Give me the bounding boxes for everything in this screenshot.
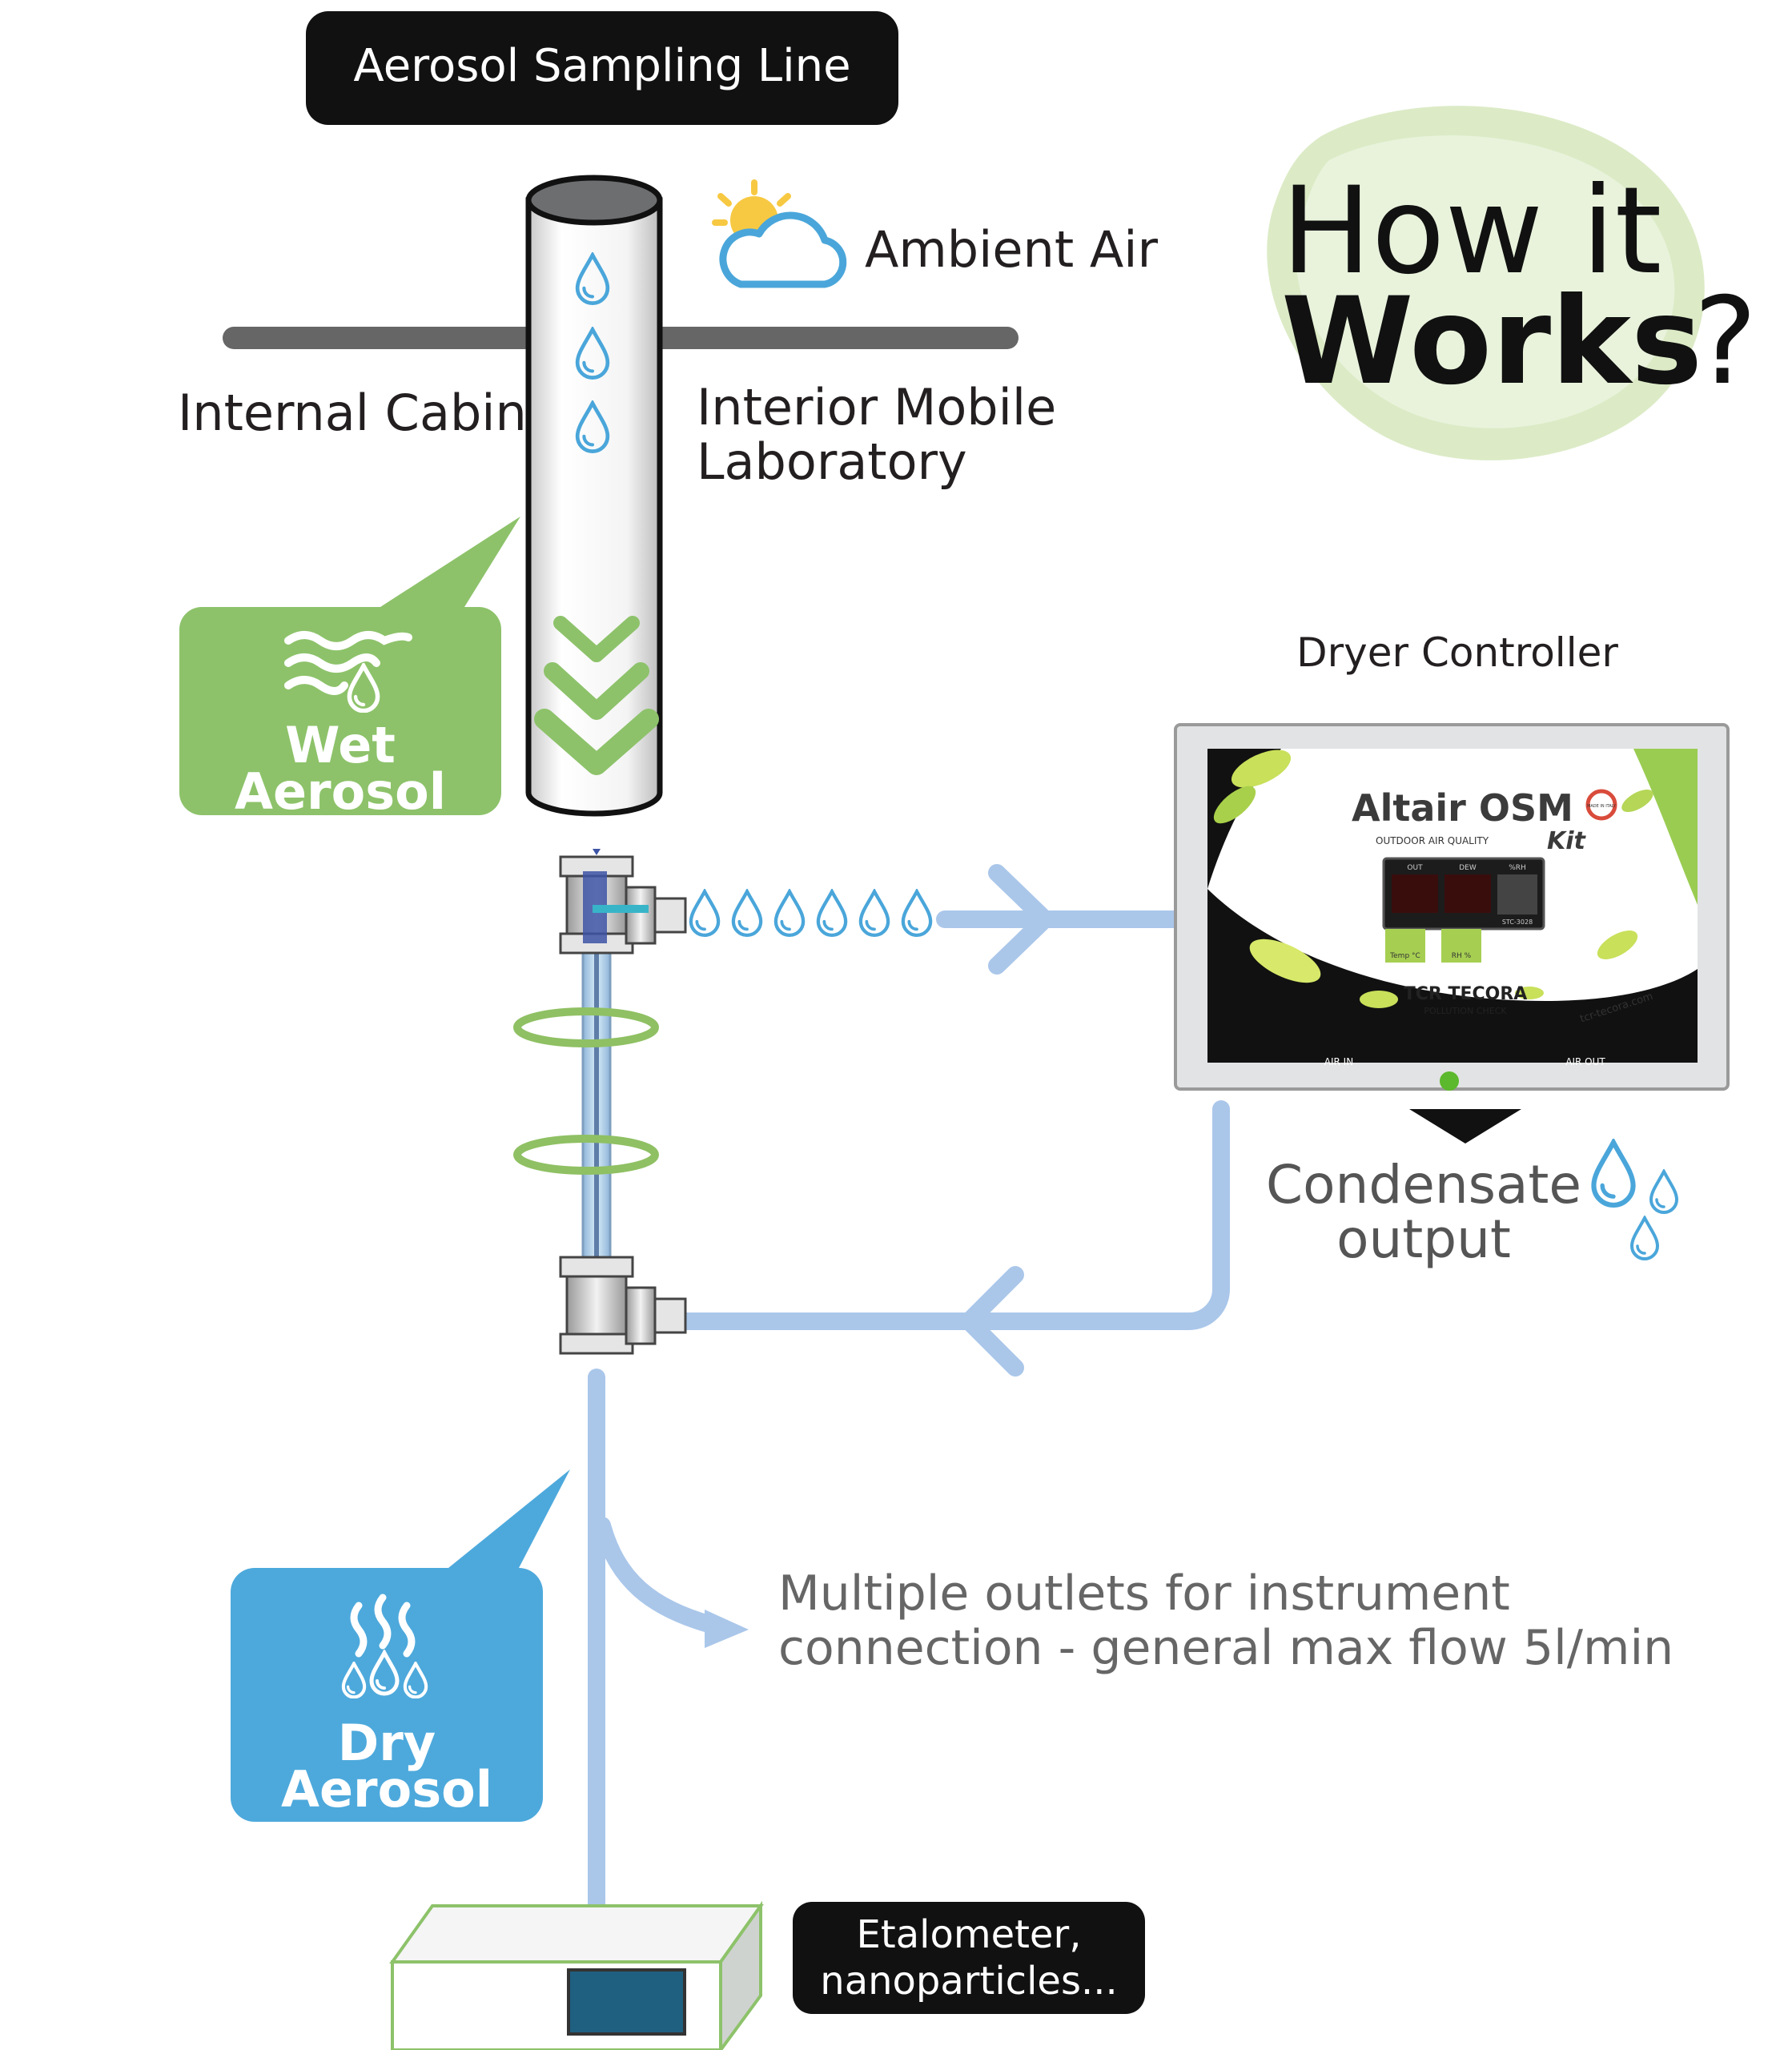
instrument-label-line2: nanoparticles... <box>820 1959 1117 2004</box>
display-rh-label: %RH <box>1509 864 1526 872</box>
dryer-tube <box>581 943 612 1263</box>
instrument-box <box>389 1900 764 2050</box>
clamp-ring <box>513 1135 659 1175</box>
condensate-arrow-icon <box>1409 1109 1521 1144</box>
condensate-drop-icon <box>1593 1143 1633 1205</box>
device-badge: MADE IN ITALY <box>1587 804 1617 809</box>
onoff-label: ON/OFF <box>1659 920 1696 931</box>
drop-chain <box>691 891 930 935</box>
wet-aerosol-line2: Aerosol <box>235 762 446 821</box>
steam-icon <box>350 1594 416 1658</box>
header-pill <box>306 11 898 125</box>
outlet-arrow-icon <box>705 1610 749 1648</box>
flow-tubes <box>588 910 1230 1927</box>
rh-button-label: RH % <box>1452 952 1472 960</box>
internal-cabin-label: Internal Cabin <box>178 384 527 442</box>
condensate-drop-icon <box>1649 1170 1678 1214</box>
headline-line1: How it <box>1281 162 1661 301</box>
flow-down-chevron-icon <box>534 616 659 775</box>
arrow-right-icon <box>988 864 1054 975</box>
headline-blob-ring <box>1296 135 1675 428</box>
dry-aerosol-line2: Aerosol <box>281 1760 492 1819</box>
chain-drop-icon <box>776 891 803 935</box>
ambient-air-label: Ambient Air <box>865 220 1158 279</box>
dryer-controller-device <box>1174 723 1730 1091</box>
temp-button-label: Temp °C <box>1389 952 1420 960</box>
chain-drop-icon <box>691 891 718 935</box>
sampling-pipe <box>525 175 663 817</box>
sun-cloud-icon <box>712 179 847 288</box>
clamp-ring <box>513 1007 659 1047</box>
display-model: STC-3028 <box>1502 918 1533 926</box>
dryer-controller-label: Dryer Controller <box>1296 629 1618 676</box>
chain-drop-icon <box>903 891 930 935</box>
chain-drop-icon <box>818 891 846 935</box>
arrow-left-icon <box>960 1266 1024 1377</box>
header-title: Aerosol Sampling Line <box>353 40 850 92</box>
wet-air-icon <box>284 631 412 695</box>
device-subtitle: OUTDOOR AIR QUALITY <box>1376 835 1489 846</box>
condensate-drop-icon <box>1630 1216 1659 1260</box>
wet-aerosol-line1: Wet <box>285 716 396 774</box>
condensate-label-line2: output <box>1336 1208 1511 1270</box>
instrument-label-line1: Etalometer, <box>857 1912 1082 1957</box>
air-out-label: AIR OUT <box>1565 1056 1605 1067</box>
maker-logo: TCR TECORA <box>1404 984 1528 1004</box>
outlets-label-line2: connection - general max flow 5l/min <box>778 1620 1673 1676</box>
bottom-tee-fitting <box>559 1256 687 1355</box>
interior-laboratory-label: Laboratory <box>697 432 967 491</box>
device-kit: Kit <box>1547 827 1587 855</box>
maker-sub: POLLUTION CHECK <box>1424 1006 1507 1016</box>
chain-drop-icon <box>733 891 761 935</box>
instrument-pill <box>793 1902 1145 2014</box>
headline-question-mark: ? <box>1694 272 1758 412</box>
dry-aerosol-line1: Dry <box>338 1714 436 1772</box>
air-in-label: AIR IN <box>1324 1056 1353 1067</box>
chain-drop-icon <box>861 891 888 935</box>
display-dew-label: DEW <box>1459 864 1477 872</box>
interior-mobile-label: Interior Mobile <box>697 378 1056 436</box>
display-out-label: OUT <box>1407 864 1423 872</box>
condensate-label-line1: Condensate <box>1266 1154 1581 1216</box>
outlets-label-line1: Multiple outlets for instrument <box>778 1566 1510 1622</box>
headline-line2: Works <box>1281 272 1702 412</box>
top-tee-fitting <box>559 849 687 955</box>
dry-aerosol-bubble <box>231 1469 570 1822</box>
device-brand: Altair OSM <box>1352 786 1573 830</box>
